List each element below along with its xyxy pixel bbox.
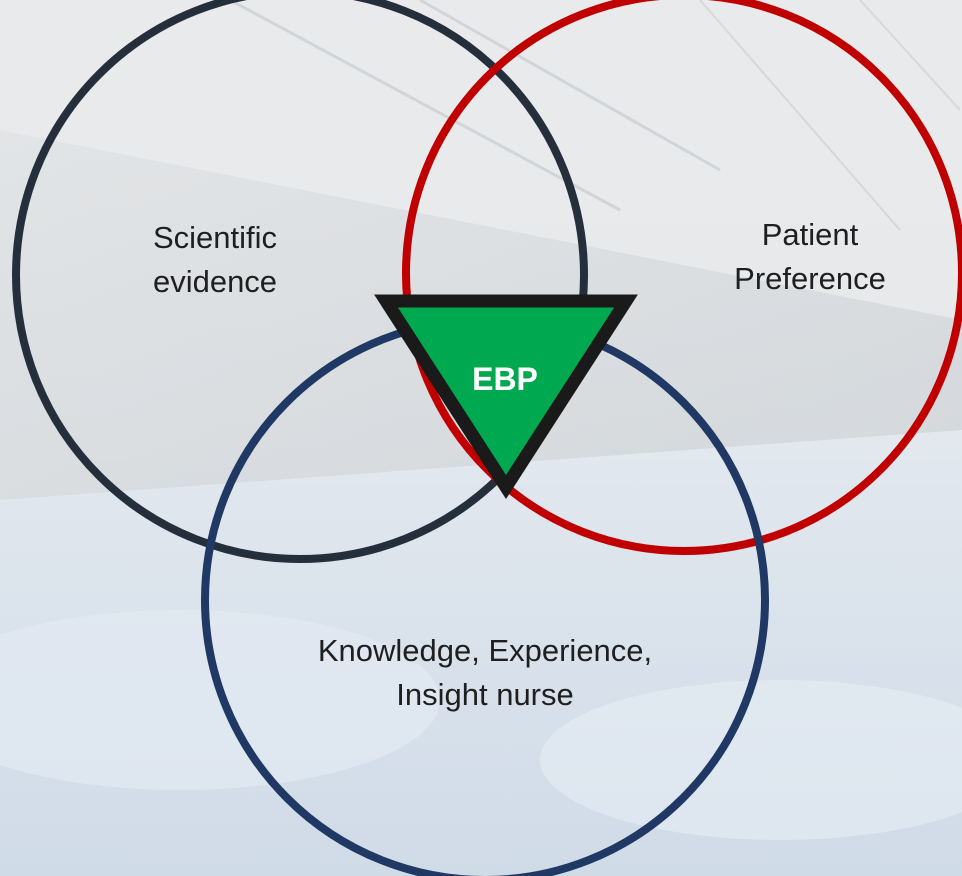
scientific-evidence-line-1: Scientific: [152, 220, 278, 255]
patient-preference-circle: [402, 0, 962, 555]
scientific-evidence-circle: [12, 0, 588, 563]
knowledge-experience-line-2: Insight nurse: [396, 677, 574, 712]
scientific-evidence-label: Scientific evidence: [100, 216, 330, 304]
scientific-evidence-line-2: evidence: [152, 264, 278, 299]
knowledge-experience-line-1: Knowledge, Experience,: [317, 633, 653, 668]
ebp-triangle: [374, 294, 638, 499]
patient-preference-line-2: Preference: [734, 261, 886, 296]
knowledge-experience-label: Knowledge, Experience, Insight nurse: [260, 629, 710, 717]
ebp-label: EBP: [472, 361, 538, 397]
patient-preference-line-1: Patient: [761, 217, 859, 252]
patient-preference-label: Patient Preference: [680, 213, 940, 301]
